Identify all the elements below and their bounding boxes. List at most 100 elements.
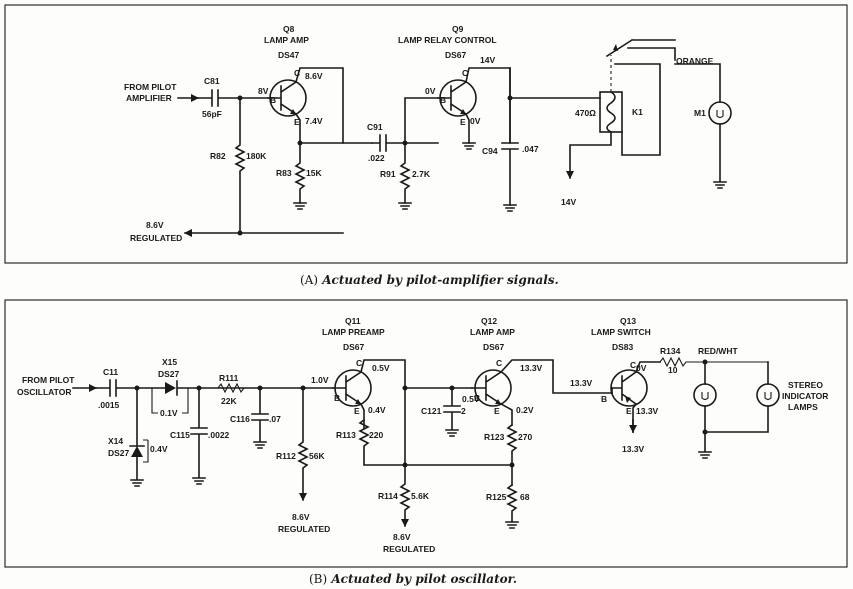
junction-dot — [509, 462, 515, 468]
diode-x15: X15 DS27 0.1V — [151, 357, 306, 418]
resistor-r111: R111 22K — [217, 373, 245, 406]
svg-text:C115: C115 — [170, 430, 190, 440]
svg-text:14V: 14V — [561, 197, 576, 207]
svg-text:Q8: Q8 — [283, 24, 295, 34]
svg-text:180K: 180K — [246, 151, 267, 161]
transistor-q13: 13.3V Q13 LAMP SWITCH DS83 0V 13.3V 13.3… — [570, 316, 661, 454]
svg-text:R112: R112 — [276, 451, 296, 461]
svg-text:15K: 15K — [306, 168, 322, 178]
svg-text:0V: 0V — [636, 363, 647, 373]
capacitor-c115: C115 .0022 — [170, 387, 230, 485]
svg-text:14V: 14V — [480, 55, 495, 65]
svg-text:DS83: DS83 — [612, 342, 634, 352]
svg-text:0.4V: 0.4V — [150, 444, 168, 454]
svg-text:C: C — [356, 358, 362, 368]
svg-text:C: C — [630, 360, 636, 370]
svg-text:LAMPS: LAMPS — [788, 402, 818, 412]
relay-k1: 470Ω K1 14V — [509, 38, 676, 207]
svg-text:2.7K: 2.7K — [412, 169, 431, 179]
svg-text:22K: 22K — [221, 396, 237, 406]
svg-text:8.6V: 8.6V — [146, 220, 164, 230]
resistor-r123: R123 270 — [484, 423, 532, 486]
svg-text:13.3V: 13.3V — [520, 363, 543, 373]
svg-text:R123: R123 — [484, 432, 505, 442]
svg-text:REGULATED: REGULATED — [278, 524, 330, 534]
svg-text:68: 68 — [520, 492, 530, 502]
svg-text:R125: R125 — [486, 492, 507, 502]
svg-text:(A) Actuated by pilot-amplifie: (A) Actuated by pilot-amplifier signals. — [300, 273, 559, 287]
svg-text:56K: 56K — [309, 451, 325, 461]
svg-text:E: E — [494, 406, 500, 416]
input-label-pilot-amplifier: FROM PILOT AMPLIFIER — [124, 82, 177, 103]
svg-text:8.6V: 8.6V — [305, 71, 323, 81]
svg-text:.047: .047 — [522, 144, 539, 154]
junction-dot — [402, 385, 408, 391]
svg-text:X15: X15 — [162, 357, 177, 367]
panel-a-frame — [4, 4, 848, 264]
transistor-q11: Q11 LAMP PREAMP DS67 1.0V 0.5V 0.4V B C … — [302, 316, 406, 466]
capacitor-c94: C94 .047 — [482, 67, 539, 212]
svg-text:R134: R134 — [660, 346, 681, 356]
svg-text:AMPLIFIER: AMPLIFIER — [126, 93, 172, 103]
svg-text:270: 270 — [518, 432, 532, 442]
svg-text:R83: R83 — [276, 168, 292, 178]
svg-text:C: C — [462, 68, 468, 78]
svg-text:B: B — [270, 95, 276, 105]
svg-text:OSCILLATOR: OSCILLATOR — [17, 387, 71, 397]
svg-text:INDICATOR: INDICATOR — [782, 391, 828, 401]
svg-text:E: E — [294, 117, 300, 127]
svg-text:E: E — [460, 117, 466, 127]
svg-text:7.4V: 7.4V — [305, 116, 323, 126]
svg-text:C121: C121 — [421, 406, 442, 416]
svg-text:13.3V: 13.3V — [622, 444, 645, 454]
svg-text:E: E — [626, 406, 632, 416]
svg-text:K1: K1 — [632, 107, 643, 117]
svg-text:Q13: Q13 — [620, 316, 636, 326]
svg-text:C94: C94 — [482, 146, 498, 156]
panel-b-frame — [4, 299, 848, 568]
svg-text:8.6V: 8.6V — [393, 532, 411, 542]
diode-x14: X14 DS27 0.4V — [108, 387, 168, 487]
capacitor-c91: C91 .022 — [367, 122, 439, 163]
svg-text:LAMP AMP: LAMP AMP — [264, 35, 309, 45]
svg-text:STEREO: STEREO — [788, 380, 823, 390]
svg-text:C81: C81 — [204, 76, 220, 86]
regulated-label-a: 8.6V REGULATED — [130, 220, 182, 243]
svg-text:220: 220 — [369, 430, 383, 440]
caption-b: (B) Actuated by pilot oscillator. — [309, 572, 517, 586]
svg-text:0.4V: 0.4V — [368, 405, 386, 415]
svg-text:0.5V: 0.5V — [462, 394, 480, 404]
svg-text:13.3V: 13.3V — [636, 406, 659, 416]
svg-text:(B) Actuated by pilot oscillat: (B) Actuated by pilot oscillator. — [309, 572, 517, 586]
svg-text:C91: C91 — [367, 122, 383, 132]
svg-text:C116: C116 — [230, 414, 250, 424]
svg-text:FROM PILOT: FROM PILOT — [124, 82, 177, 92]
resistor-r112: R112 56K 8.6V REGULATED — [276, 387, 330, 534]
svg-text:DS47: DS47 — [278, 50, 300, 60]
lamp-m1: ORANGE M1 — [674, 56, 732, 189]
svg-text:LAMP PREAMP: LAMP PREAMP — [322, 327, 385, 337]
svg-text:REGULATED: REGULATED — [383, 544, 435, 554]
svg-text:LAMP AMP: LAMP AMP — [470, 327, 515, 337]
transistor-q12: Q12 LAMP AMP DS67 13.3V 0.2V B C E — [470, 316, 613, 426]
transistor-q9: Q9 LAMP RELAY CONTROL DS67 0V 14V 0V B C… — [398, 24, 511, 150]
svg-text:M1: M1 — [694, 108, 706, 118]
lamp-wire-label: RED/WHT — [698, 346, 738, 356]
svg-text:R113: R113 — [336, 430, 356, 440]
svg-text:R82: R82 — [210, 151, 226, 161]
svg-text:REGULATED: REGULATED — [130, 233, 182, 243]
capacitor-c81: C81 56pF — [197, 76, 269, 119]
svg-text:DS67: DS67 — [343, 342, 365, 352]
svg-text:8V: 8V — [258, 86, 269, 96]
resistor-r83: R83 15K — [276, 142, 322, 210]
svg-text:DS27: DS27 — [108, 448, 130, 458]
svg-text:0.5V: 0.5V — [372, 363, 390, 373]
resistor-r82: R82 180K — [210, 97, 267, 234]
svg-text:470Ω: 470Ω — [575, 108, 596, 118]
svg-text:E: E — [354, 406, 360, 416]
svg-text:Q9: Q9 — [452, 24, 464, 34]
svg-text:0.1V: 0.1V — [160, 408, 178, 418]
svg-text:.0022: .0022 — [208, 430, 230, 440]
svg-text:.0015: .0015 — [98, 400, 120, 410]
junction-dot — [702, 429, 708, 435]
